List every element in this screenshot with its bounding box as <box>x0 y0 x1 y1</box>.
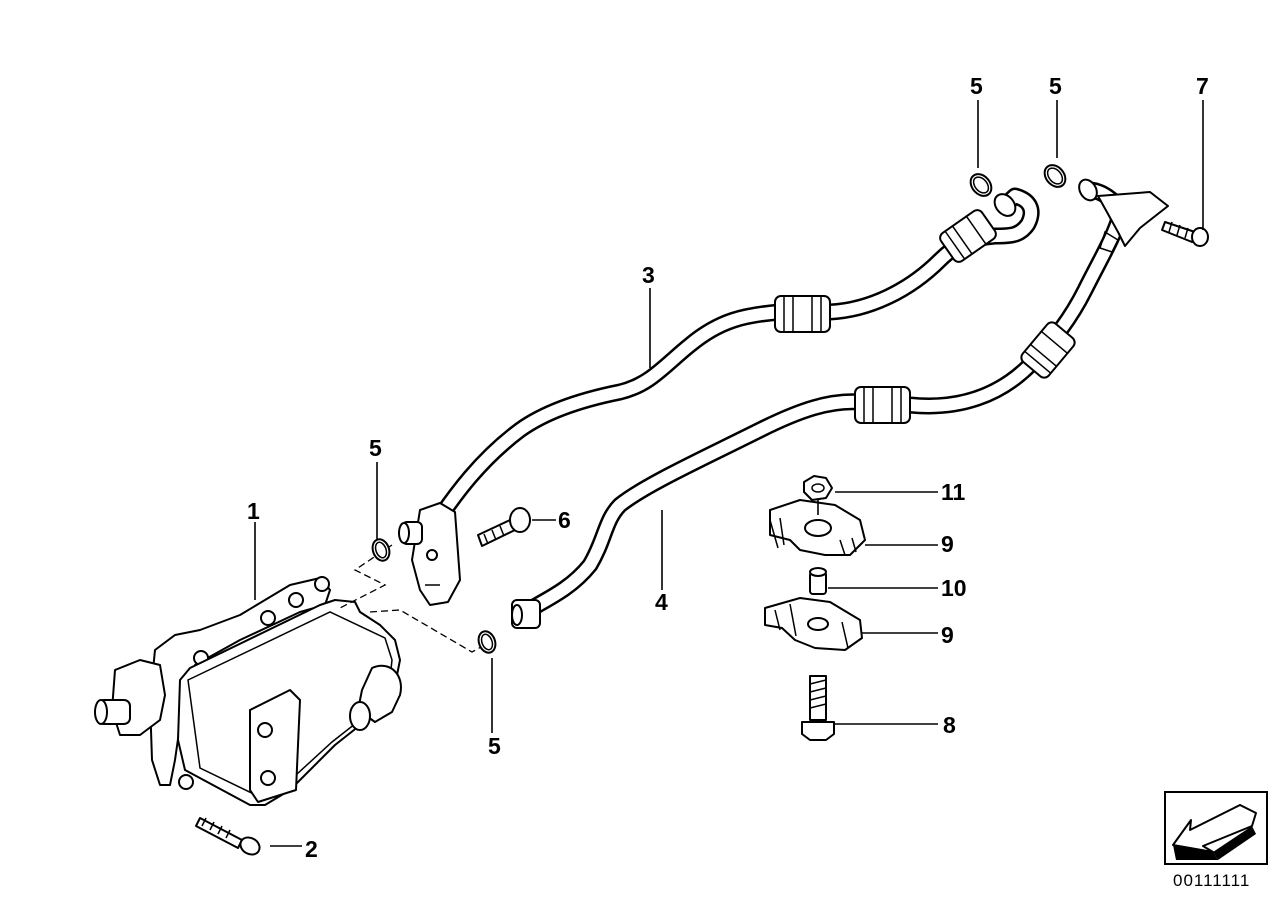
callout-4: 4 <box>655 589 668 615</box>
callout-7: 7 <box>1196 73 1209 99</box>
callout-9-upper: 9 <box>941 531 954 557</box>
sleeve-10 <box>809 567 827 595</box>
bolt-6 <box>477 507 531 547</box>
callout-1: 1 <box>247 498 260 524</box>
diagram-id: 00111111 <box>1173 871 1250 890</box>
callout-10: 10 <box>941 575 967 601</box>
bolt-2 <box>195 817 261 856</box>
bolt-8 <box>801 675 835 741</box>
bracket-9-upper <box>769 499 866 556</box>
direction-arrow-icon <box>1172 804 1257 860</box>
callout-11: 11 <box>941 479 966 505</box>
oil-line-4 <box>511 178 1169 629</box>
callout-6: 6 <box>558 507 571 533</box>
oil-line-3 <box>398 187 1040 606</box>
callout-5-top-left: 5 <box>970 73 983 99</box>
callout-9-lower: 9 <box>941 622 954 648</box>
nut-11 <box>803 475 833 501</box>
callout-8: 8 <box>943 712 956 738</box>
seal-ring-bottom <box>477 630 497 654</box>
bracket-9-lower <box>764 597 863 651</box>
callout-3: 3 <box>642 262 655 288</box>
leader-lines <box>254 100 1204 847</box>
callout-5-top-right: 5 <box>1049 73 1062 99</box>
seal-ring-top-right <box>1043 164 1067 188</box>
callout-5-left: 5 <box>369 435 382 461</box>
orientation-box <box>1164 791 1268 865</box>
callout-5-bottom: 5 <box>488 733 501 759</box>
oil-cooler <box>94 576 402 806</box>
seal-ring-left <box>371 538 391 562</box>
bolt-7 <box>1161 221 1209 247</box>
callout-2: 2 <box>305 836 318 862</box>
seal-ring-top-left <box>969 173 993 197</box>
